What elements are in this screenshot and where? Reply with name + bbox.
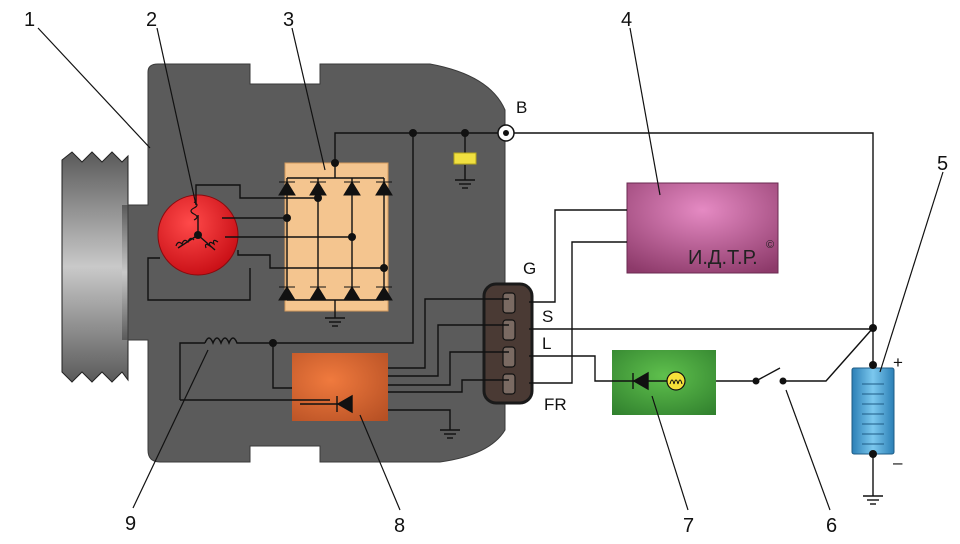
terminal-label-fr: FR [544,395,567,414]
regulator-diode [300,394,353,414]
brand-text: И.Д.Т.Р. [688,247,758,269]
callout-2: 2 [146,9,157,31]
ground-symbols [325,165,883,505]
external-wiring [514,132,874,384]
leader-lines [37,27,944,511]
connector-block[interactable] [482,282,534,405]
stator-coils [175,201,219,249]
battery-plus: + [893,353,903,372]
callout-7: 7 [683,515,694,537]
charge-lamp-unit [612,350,716,415]
battery-minus: – [893,453,903,472]
lamp-icon [666,371,686,391]
callout-3: 3 [283,9,294,31]
field-coil [204,337,240,346]
ecu-module [626,182,779,274]
callout-4: 4 [621,9,632,31]
callout-5: 5 [937,153,948,175]
callout-1: 1 [24,9,35,31]
rectifier-diodes [278,181,393,301]
brand-copyright: © [766,239,774,251]
voltage-regulator [292,353,388,421]
b-terminal[interactable] [497,124,515,142]
terminal-label-s: S [542,307,553,326]
battery-cells [862,383,884,445]
callout-8: 8 [394,515,405,537]
terminal-label-b: B [516,98,527,117]
capacitor [453,152,477,165]
callout-9: 9 [125,513,136,535]
callout-6: 6 [826,515,837,537]
terminal-label-g: G [523,259,536,278]
terminal-label-l: L [542,334,551,353]
lamp-diode [612,371,668,391]
battery [851,367,895,455]
connector-pins [502,292,516,395]
